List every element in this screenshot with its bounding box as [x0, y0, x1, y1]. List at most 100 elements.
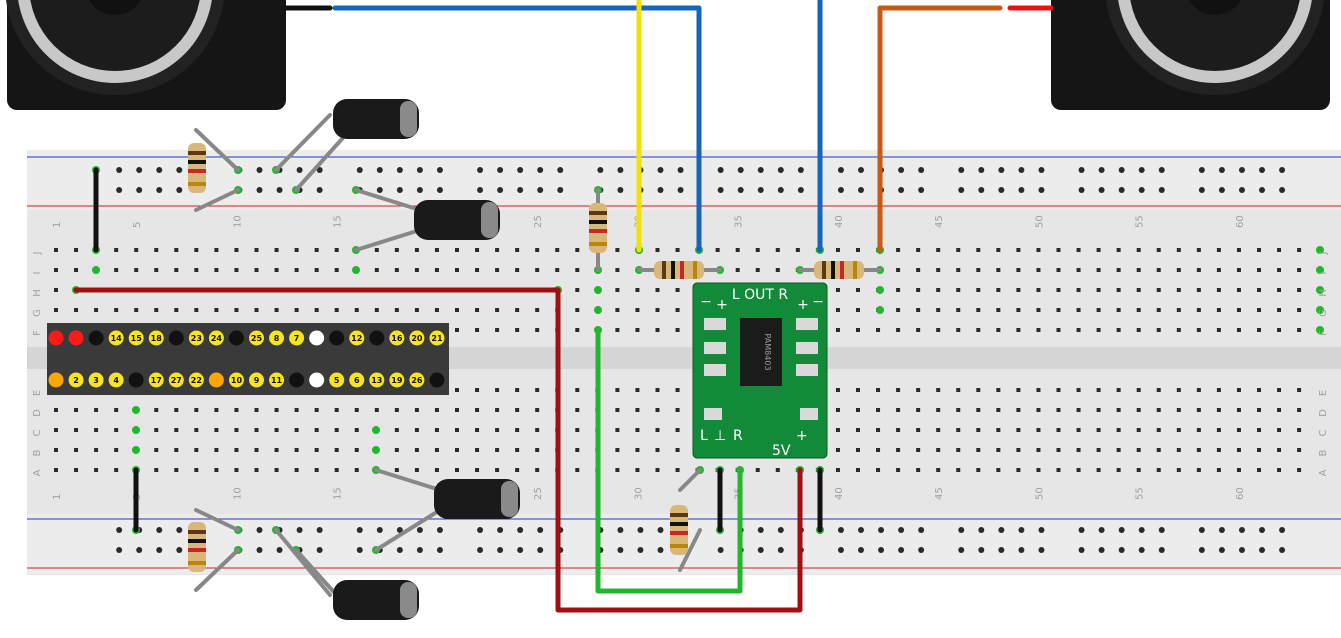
hole: [1096, 268, 1101, 272]
rail-hole: [376, 167, 383, 173]
hole: [475, 308, 480, 312]
amp-vcc-plus: +: [796, 428, 808, 444]
gpio-pin-bottom: [409, 372, 425, 388]
hole: [374, 268, 379, 272]
hole: [1297, 328, 1302, 332]
hole: [154, 268, 159, 272]
hole: [675, 428, 680, 432]
row-letter-left: D: [32, 409, 43, 417]
column-number-top: 55: [1135, 215, 1146, 228]
rail-hole: [978, 187, 985, 193]
hole: [414, 248, 419, 252]
hole: [1176, 268, 1181, 272]
rail-hole: [537, 527, 544, 533]
gpio-pin-bottom: [389, 372, 405, 388]
rail-hole: [1118, 527, 1125, 533]
gpio-pin-top-label: 23: [191, 334, 202, 343]
hole: [775, 468, 780, 472]
hole: [1016, 288, 1021, 292]
hole: [1136, 248, 1141, 252]
hole: [194, 468, 199, 472]
hole: [414, 268, 419, 272]
hole: [675, 288, 680, 292]
resistor-icon: [188, 522, 206, 572]
capacitor-icon: [434, 479, 520, 519]
connected-hole: [1316, 326, 1324, 334]
hole: [1136, 308, 1141, 312]
column-number-bottom: 15: [333, 487, 344, 500]
hole: [655, 328, 660, 332]
hole: [1056, 308, 1061, 312]
hole: [1116, 468, 1121, 472]
hole: [956, 308, 961, 312]
gpio-pin-top: [389, 330, 405, 346]
hole: [675, 408, 680, 412]
hole: [555, 248, 560, 252]
hole: [956, 248, 961, 252]
rail-hole: [517, 187, 524, 193]
hole: [1257, 248, 1261, 252]
hole: [535, 428, 540, 432]
hole: [1236, 448, 1241, 452]
hole: [1236, 408, 1241, 412]
hole: [1297, 388, 1302, 392]
hole: [1056, 388, 1061, 392]
hole: [896, 268, 901, 272]
connected-hole: [132, 446, 140, 454]
gpio-pin-bottom: [329, 372, 345, 388]
hole: [1116, 408, 1121, 412]
hole: [1176, 328, 1181, 332]
hole: [575, 428, 580, 432]
rail-hole: [557, 167, 564, 173]
gpio-pin-bottom: [309, 372, 325, 388]
hole: [274, 308, 279, 312]
hole: [675, 248, 680, 252]
hole: [374, 248, 379, 252]
hole: [134, 308, 139, 312]
hole: [274, 408, 279, 412]
hole: [1176, 428, 1181, 432]
rail-hole: [918, 187, 925, 193]
hole: [835, 388, 840, 392]
rail-hole: [477, 187, 484, 193]
hole: [916, 328, 921, 332]
hole: [1056, 448, 1061, 452]
rail-hole: [316, 167, 323, 173]
hole: [234, 248, 239, 252]
hole: [655, 388, 660, 392]
hole: [996, 408, 1001, 412]
rail-hole: [898, 527, 905, 533]
connected-hole: [1316, 246, 1324, 254]
hole: [936, 248, 941, 252]
rail-hole: [1218, 187, 1225, 193]
gpio-pin-top-label: 18: [151, 334, 163, 343]
rail-hole: [356, 527, 363, 533]
hole: [1196, 288, 1201, 292]
hole: [876, 408, 881, 412]
row-letter-left: C: [32, 429, 43, 436]
gpio-pin-bottom-label: 2: [73, 376, 79, 385]
hole: [1176, 408, 1181, 412]
hole: [1236, 328, 1241, 332]
rail-hole: [436, 167, 443, 173]
hole: [1257, 468, 1261, 472]
hole: [354, 428, 359, 432]
row-letter-left: J: [32, 252, 43, 256]
hole: [455, 248, 459, 252]
hole: [1096, 388, 1101, 392]
hole: [1016, 328, 1021, 332]
hole: [1176, 388, 1181, 392]
hole: [334, 408, 339, 412]
gpio-pin-top: [309, 330, 325, 346]
gpio-pin-bottom-label: 19: [391, 376, 403, 385]
hole: [1076, 328, 1081, 332]
hole: [314, 308, 319, 312]
hole: [976, 448, 981, 452]
rail-hole: [958, 547, 965, 553]
hole: [575, 468, 580, 472]
hole: [1036, 328, 1041, 332]
hole: [1257, 308, 1261, 312]
hole: [475, 388, 480, 392]
rail-hole: [617, 187, 624, 193]
hole: [1076, 468, 1081, 472]
